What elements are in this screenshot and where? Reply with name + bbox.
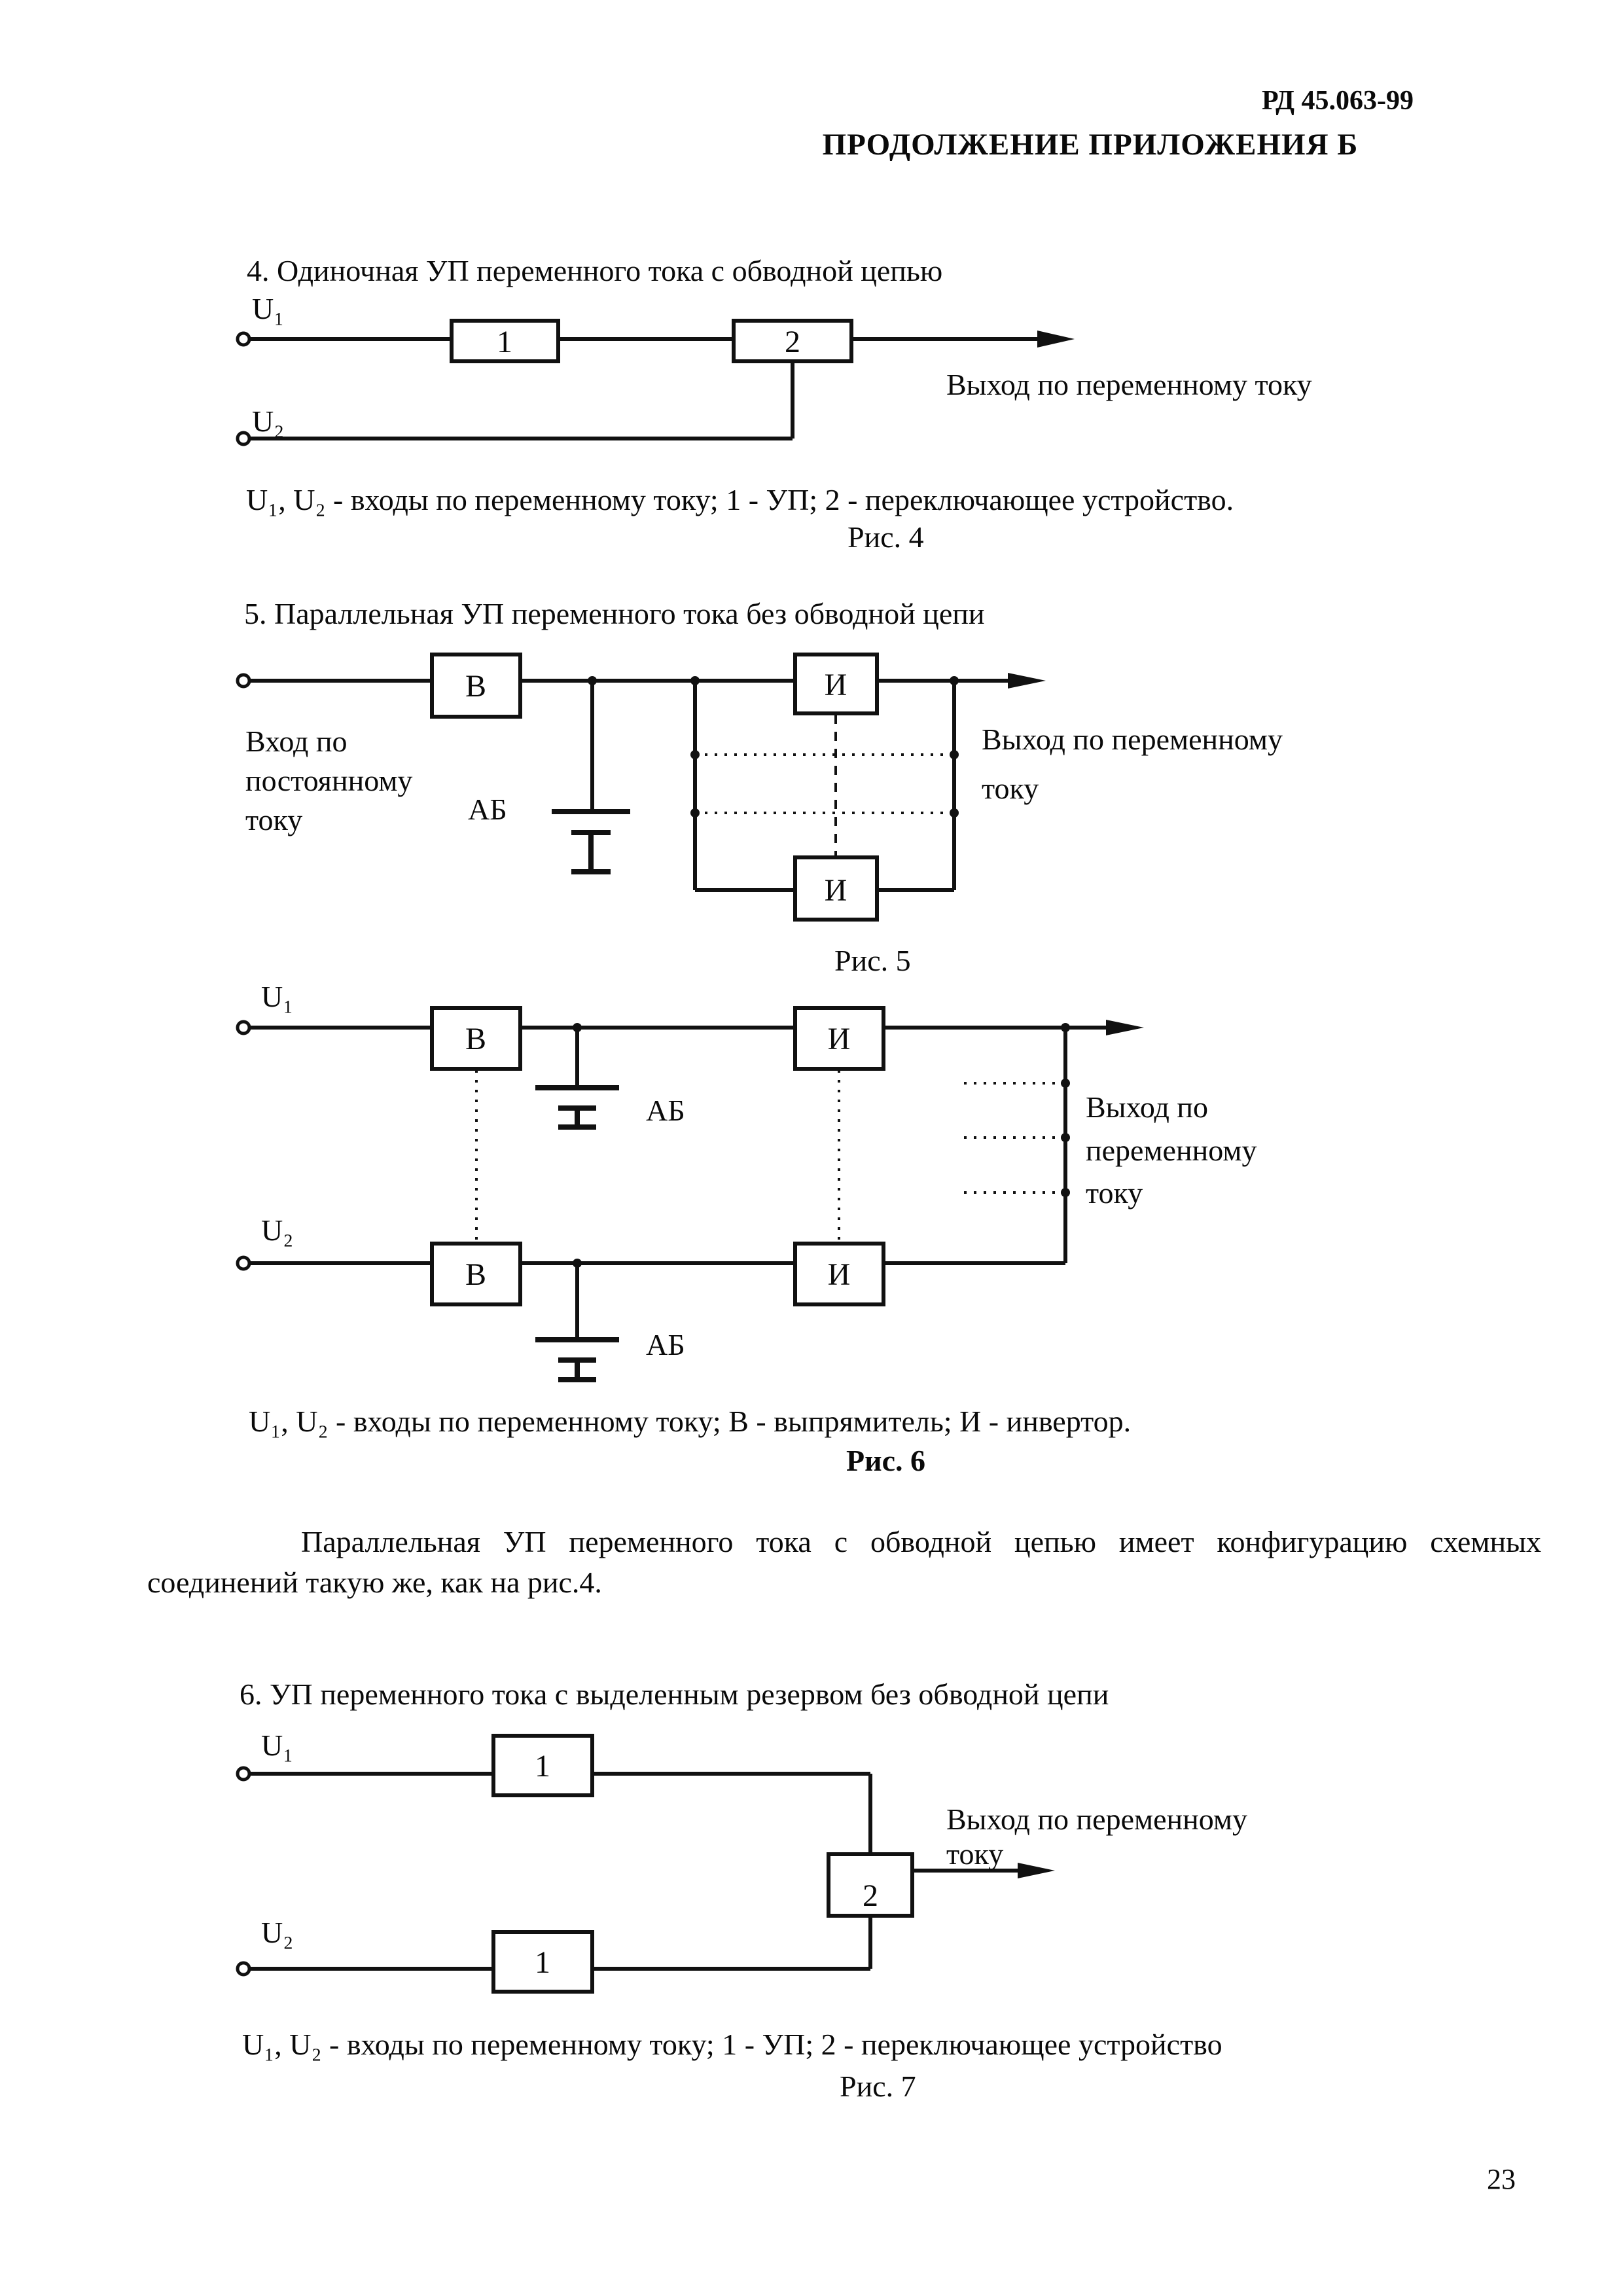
fig4-box-switch-label: 2 <box>785 325 800 359</box>
fig4-diagram: 1 2 U₁ U₂ Выход по переменному току <box>236 292 1312 446</box>
fig7-output-label-line1: Выход по переменному <box>946 1803 1247 1836</box>
fig5-box-rectifier-label: В <box>465 669 486 704</box>
fig5-input-label-line1: Вход по <box>245 725 348 758</box>
fig7-output-label-line2: току <box>946 1837 1003 1871</box>
fig7-box-up-top <box>491 1734 594 1797</box>
body-paragraph: Параллельная УП переменного тока с обвод… <box>147 1525 1541 1599</box>
fig7-u2-label: U₂ <box>261 1916 293 1949</box>
fig6-output-label-line1: Выход по <box>1086 1090 1208 1124</box>
fig7-caption: U₁, U₂ - входы по переменному току; 1 - … <box>242 2028 1222 2061</box>
fig5-input-label-line2: постоянному <box>245 764 412 797</box>
fig7-box-up-top-label: 1 <box>535 1749 550 1784</box>
fig6-label: Рис. 6 <box>846 1444 926 1477</box>
fig7-diagram: 1 2 1 U₁ U₂ Выход по переменному току <box>236 1729 1247 1994</box>
fig7-u1-label: U₁ <box>261 1729 293 1762</box>
fig6-box-rectifier-bottom-label: В <box>465 1257 486 1292</box>
fig6-input2-terminal-icon <box>236 1255 251 1271</box>
fig6-box-rectifier-bottom <box>430 1242 522 1306</box>
fig6-caption: U₁, U₂ - входы по переменному току; В - … <box>249 1405 1132 1438</box>
fig7-input1-terminal-icon <box>236 1766 251 1782</box>
fig5-output-label-line2: току <box>982 772 1039 805</box>
fig5-battery-icon <box>552 809 630 874</box>
fig6-input1-terminal-icon <box>236 1020 251 1035</box>
page-header-title: ПРОДОЛЖЕНИЕ ПРИЛОЖЕНИЯ Б <box>822 128 1359 162</box>
fig5-box-inverter-bottom <box>793 855 879 922</box>
page-number: 23 <box>1487 2163 1516 2195</box>
fig5-battery-label: АБ <box>468 793 507 826</box>
fig5-input-terminal-icon <box>236 673 251 689</box>
fig6-diagram: В И В И U₁ U₂ АБ АБ Выход по переменному… <box>236 980 1257 1382</box>
fig7-box-up-bottom <box>491 1930 594 1994</box>
fig5-wiring <box>236 673 1046 892</box>
fig4-output-label: Выход по переменному току <box>946 368 1312 401</box>
fig6-battery-top-icon <box>535 1085 619 1130</box>
fig6-box-inverter-top <box>793 1006 885 1071</box>
fig5-output-label-line1: Выход по переменному <box>982 723 1283 756</box>
fig6-box-inverter-bottom-label: И <box>828 1257 851 1292</box>
fig6-output-label-line3: току <box>1086 1176 1143 1210</box>
fig5-box-inverter-top-label: И <box>825 668 847 702</box>
fig6-battery-bottom-label: АБ <box>646 1328 685 1361</box>
fig5-box-rectifier <box>430 653 522 719</box>
fig7-label: Рис. 7 <box>840 2070 916 2103</box>
fig4-u1-label: U₁ <box>252 292 284 325</box>
fig4-u2-label: U₂ <box>252 404 284 438</box>
fig5-input-label-line3: току <box>245 803 302 836</box>
fig7-input2-terminal-icon <box>236 1961 251 1977</box>
fig4-input2-terminal-icon <box>236 431 251 446</box>
fig4-box-up-label: 1 <box>497 325 512 359</box>
fig5-output-arrow-icon <box>1008 673 1046 689</box>
fig7-box-up-bottom-label: 1 <box>535 1945 550 1980</box>
fig6-output-arrow-icon <box>1106 1020 1144 1035</box>
fig6-battery-top-label: АБ <box>646 1094 685 1127</box>
doc-number: РД 45.063-99 <box>1261 86 1414 116</box>
fig7-output-arrow-icon <box>1018 1863 1055 1878</box>
fig4-box-up <box>450 319 560 363</box>
fig6-box-rectifier-top-label: В <box>465 1022 486 1056</box>
fig6-battery-bottom-icon <box>535 1337 619 1382</box>
fig4-label: Рис. 4 <box>847 520 924 554</box>
fig6-wiring <box>236 1020 1144 1382</box>
fig4-box-switch <box>732 319 853 363</box>
section6-heading: 6. УП переменного тока с выделенным резе… <box>240 1677 1109 1711</box>
fig5-label: Рис. 5 <box>834 944 911 977</box>
section5-heading: 5. Параллельная УП переменного тока без … <box>244 597 985 630</box>
fig6-box-rectifier-top <box>430 1006 522 1071</box>
fig5-box-inverter-top <box>793 653 879 715</box>
fig4-wiring <box>236 331 1075 446</box>
fig6-box-inverter-bottom <box>793 1242 885 1306</box>
fig4-caption: U₁, U₂ - входы по переменному току; 1 - … <box>246 483 1234 516</box>
fig6-box-inverter-top-label: И <box>828 1022 851 1056</box>
fig6-output-label-line2: переменному <box>1086 1134 1257 1167</box>
section4-heading: 4. Одиночная УП переменного тока с обвод… <box>247 254 943 287</box>
fig7-wiring <box>236 1766 1055 1977</box>
fig4-output-arrow-icon <box>1037 331 1075 348</box>
fig5-box-inverter-bottom-label: И <box>825 873 847 908</box>
fig4-input1-terminal-icon <box>236 331 251 347</box>
fig6-u2-label: U₂ <box>261 1213 293 1247</box>
fig7-box-switch <box>827 1852 914 1918</box>
fig7-box-switch-label: 2 <box>863 1878 878 1913</box>
fig5-diagram: В И И Вход по постоянному току АБ Выход … <box>236 653 1283 922</box>
fig6-u1-label: U₁ <box>261 980 293 1013</box>
